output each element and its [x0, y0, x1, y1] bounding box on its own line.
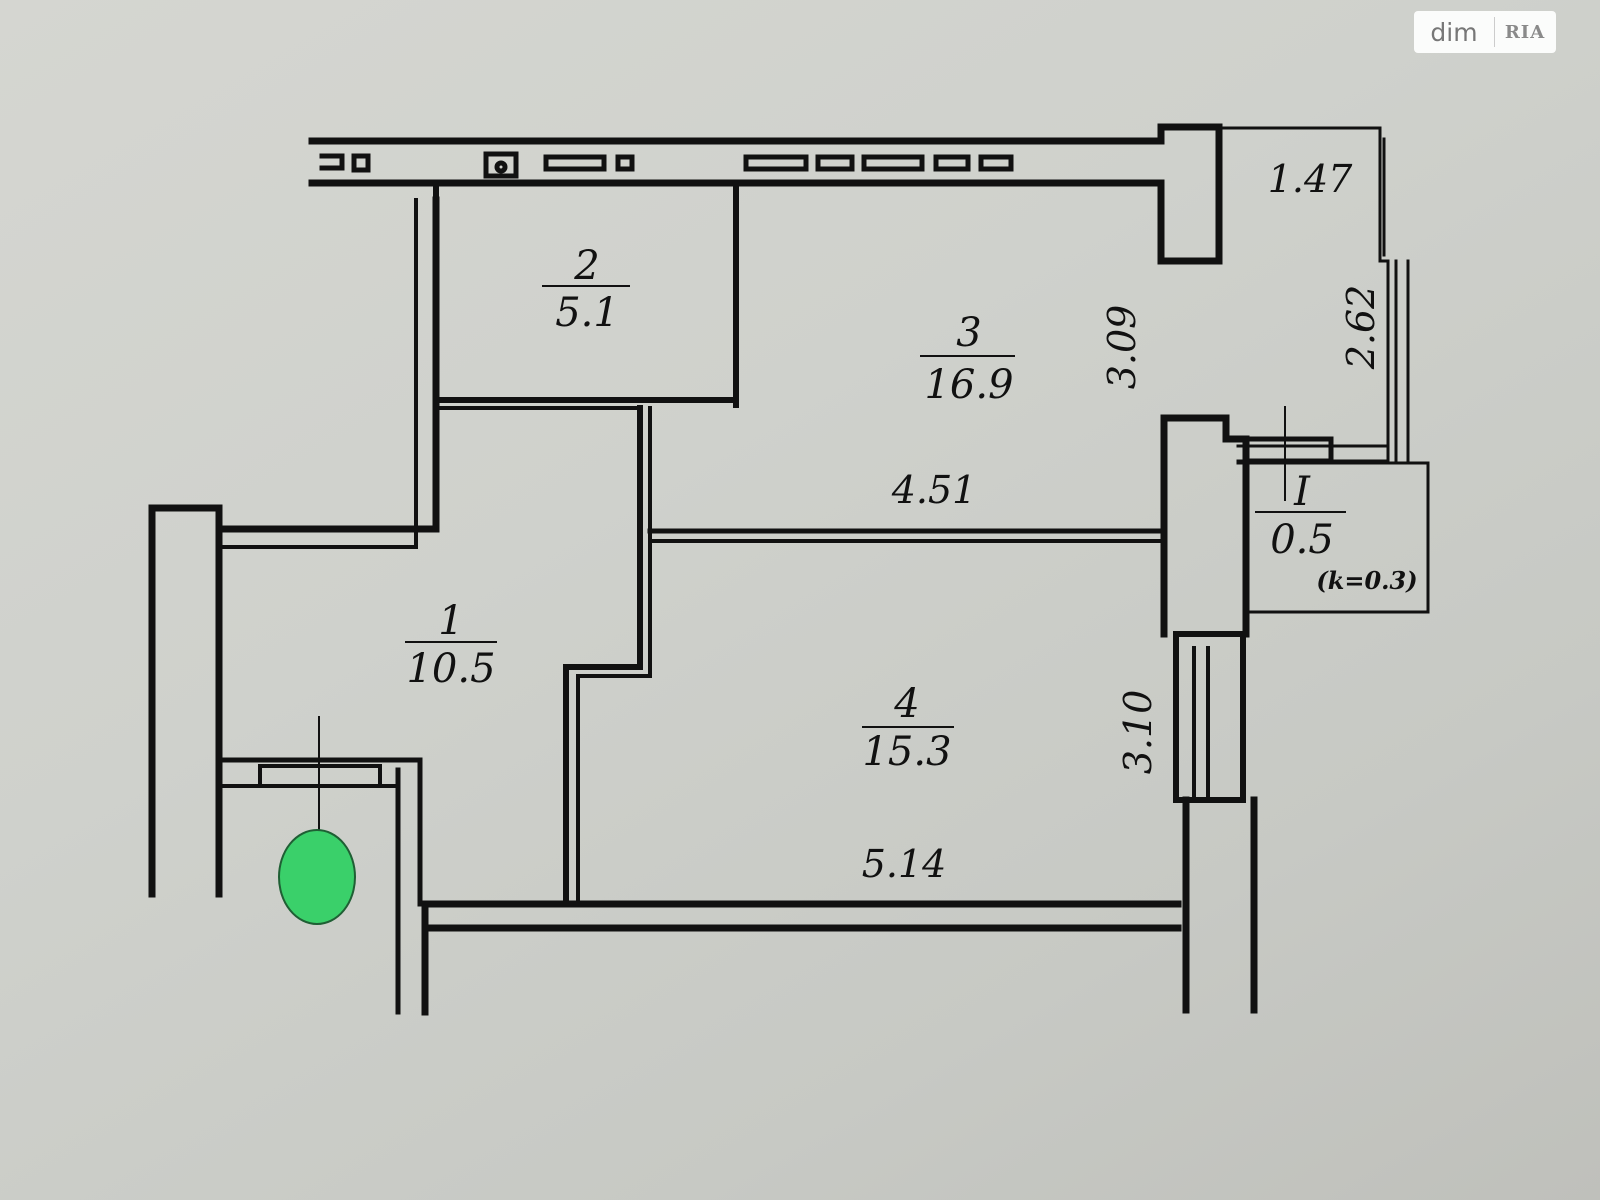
top-wall-windows — [319, 151, 1014, 179]
bottom-wall — [395, 767, 1182, 1016]
watermark-divider — [1494, 17, 1495, 47]
partition-walls — [563, 405, 1167, 907]
room-4-width: 5.14 — [862, 842, 947, 886]
room-3-number: 3 — [956, 310, 981, 356]
room-2-number: 2 — [573, 243, 599, 289]
dimria-watermark: dim RIA — [1414, 11, 1556, 53]
room-2-area: 5.1 — [555, 290, 619, 336]
room-3-depth: 3.09 — [1100, 305, 1144, 390]
room-3-area: 16.9 — [924, 362, 1013, 408]
left-exterior-wall — [148, 196, 440, 898]
balcony-door — [1243, 436, 1334, 464]
room-4-depth: 3.10 — [1116, 690, 1160, 775]
column-top-right — [1157, 123, 1223, 265]
balcony-width: 1.47 — [1268, 157, 1353, 201]
room-4-area: 15.3 — [862, 729, 951, 775]
dimension-labels: 4.51 5.14 1.47 3.09 3.10 2.62 — [862, 157, 1383, 886]
room-4-number: 4 — [893, 681, 919, 727]
room-1-number: 1 — [438, 598, 463, 644]
room-I-coefficient: (k=0.3) — [1316, 566, 1417, 595]
room-2-walls — [433, 182, 739, 410]
balcony-rails — [1217, 126, 1430, 614]
room-I-number: I — [1293, 469, 1311, 515]
room-3-width: 4.51 — [891, 468, 977, 512]
room-1-area: 10.5 — [406, 646, 495, 692]
watermark-brand-suffix: RIA — [1504, 21, 1546, 43]
entrance-door — [216, 716, 423, 907]
balcony-door-column — [1160, 414, 1250, 638]
balcony-depth: 2.62 — [1339, 285, 1383, 371]
walls — [148, 123, 1430, 1016]
watermark-brand: dim — [1430, 17, 1478, 47]
location-marker — [278, 829, 356, 925]
room-labels: 1 10.5 2 5.1 3 16.9 4 15.3 I 0.5 (k=0.3) — [405, 243, 1418, 775]
right-exterior-wall — [1173, 631, 1258, 1014]
top-exterior-wall — [308, 137, 1165, 187]
room-I-area: 0.5 — [1270, 517, 1334, 563]
